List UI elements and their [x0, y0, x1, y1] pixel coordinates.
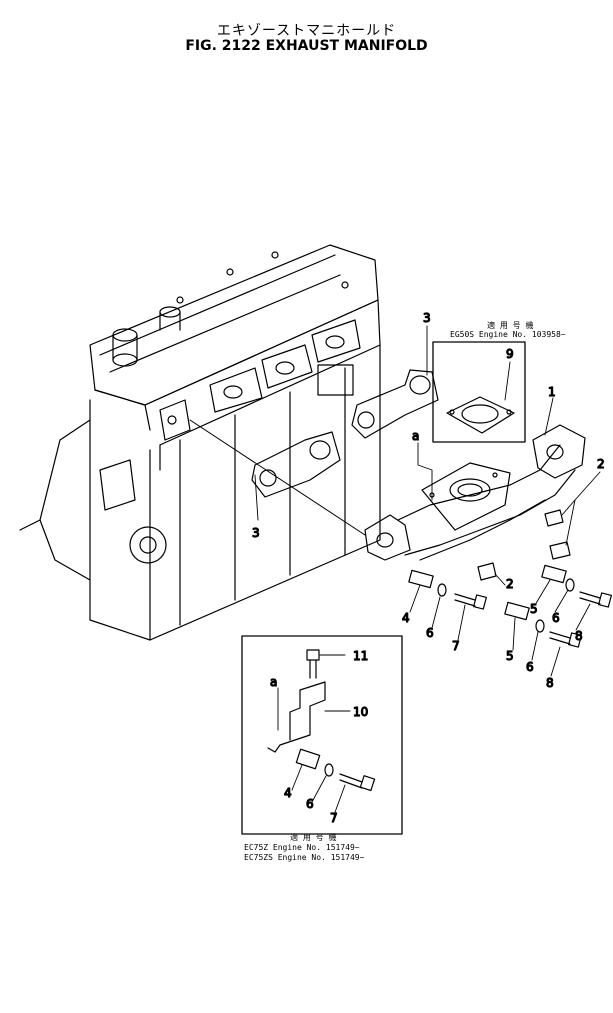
- gasket-left: [251, 431, 341, 498]
- bracket-10: [267, 681, 326, 753]
- stud-right-upper: [544, 509, 564, 527]
- callout-9: 9: [506, 347, 514, 361]
- bolt-11: [306, 649, 320, 679]
- reference-a-top: a: [412, 429, 419, 443]
- callout-7-inset: 7: [330, 811, 338, 825]
- reference-a-inset: a: [270, 675, 277, 689]
- spacer-left: [408, 569, 434, 589]
- inset-box-gasket: [432, 341, 526, 443]
- callout-5-upper: 5: [530, 602, 538, 616]
- callout-5-lower: 5: [506, 649, 514, 663]
- stud-right-lower: [549, 541, 571, 560]
- callout-6-right-lower: 6: [526, 660, 534, 674]
- gasket-right: [351, 369, 439, 439]
- callout-3-top: 3: [423, 311, 431, 325]
- callout-2-center: 2: [506, 577, 514, 591]
- callout-4-inset: 4: [284, 786, 292, 800]
- callout-10: 10: [353, 705, 368, 719]
- spacer-inset: [295, 748, 321, 770]
- bolt-left: [454, 593, 487, 610]
- callout-6-left: 6: [426, 626, 434, 640]
- japanese-title: エキゾーストマニホールド: [216, 23, 397, 39]
- callout-6-inset: 6: [306, 797, 314, 811]
- note-top-line: EG50S Engine No. 103958~: [450, 330, 566, 339]
- note-bottom-line2: EC75ZS Engine No. 151749~: [244, 853, 365, 862]
- note-top-heading: 適 用 号 機: [487, 320, 533, 330]
- callout-1: 1: [548, 385, 556, 399]
- bolt-right-upper: [579, 591, 612, 608]
- bolt-inset: [339, 773, 376, 792]
- washer-left: [437, 583, 447, 597]
- callout-7: 7: [452, 639, 460, 653]
- spacer-right-lower: [504, 601, 530, 621]
- washer-inset: [324, 763, 334, 777]
- callout-3-bottom: 3: [252, 526, 260, 540]
- washer-right-upper: [565, 578, 575, 592]
- callout-8-lower: 8: [546, 676, 554, 690]
- note-bottom-line1: EC75Z Engine No. 151749~: [244, 843, 360, 852]
- exhaust-manifold: [364, 424, 586, 561]
- callout-6-right-upper: 6: [552, 611, 560, 625]
- note-bottom-heading: 適 用 号 機: [290, 832, 336, 842]
- stud-center: [477, 562, 497, 581]
- bolt-right-lower: [549, 631, 582, 648]
- callout-4: 4: [402, 611, 410, 625]
- gasket-9: [446, 396, 515, 434]
- spacer-right-upper: [541, 564, 567, 584]
- callout-11: 11: [353, 649, 368, 663]
- inset-box-bracket: [241, 635, 403, 835]
- washer-right-lower: [535, 619, 545, 633]
- figure-title: FIG. 2122 EXHAUST MANIFOLD: [185, 38, 428, 54]
- reference-line: [189, 419, 366, 536]
- leader-lines: [254, 325, 601, 816]
- engine-block: [19, 244, 381, 641]
- callout-8-upper: 8: [575, 629, 583, 643]
- callout-2-right: 2: [597, 457, 605, 471]
